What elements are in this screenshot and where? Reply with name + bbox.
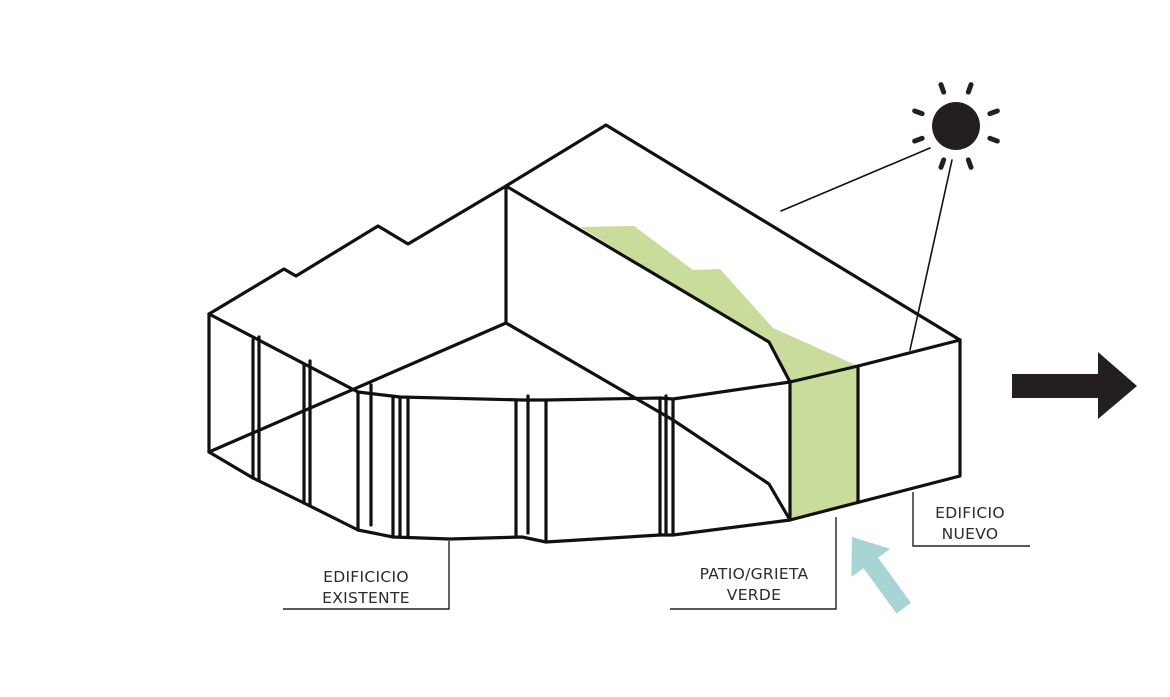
sun-icon [912, 82, 1000, 170]
label-patio-line1: PATIO/GRIETA [700, 565, 809, 583]
courtyard-diagonal-right [504, 321, 792, 522]
label-patio-line2: VERDE [727, 586, 781, 604]
leader-new [912, 492, 1030, 547]
arrow-right-icon [1012, 352, 1137, 419]
green-patio-roof [580, 226, 858, 382]
existing-building-left-edge [207, 312, 962, 544]
facade-pilasters [251, 335, 675, 544]
label-existing-line1: EDIFICICIO [323, 568, 409, 586]
existing-building-roof-edge [207, 123, 962, 342]
green-patio-facade [790, 366, 858, 520]
leader-patio [670, 517, 837, 610]
sun-ray-left [780, 147, 931, 212]
label-new-line2: NUEVO [942, 525, 999, 543]
airflow-arrow-icon [851, 537, 912, 614]
facade-top-edge [207, 312, 962, 402]
patio-roof-edge [504, 184, 792, 384]
label-new-line1: EDIFICIO [935, 504, 1005, 522]
sun-ray-right [909, 159, 953, 351]
label-existing-line2: EXISTENTE [322, 589, 410, 607]
leader-existing [283, 541, 450, 610]
